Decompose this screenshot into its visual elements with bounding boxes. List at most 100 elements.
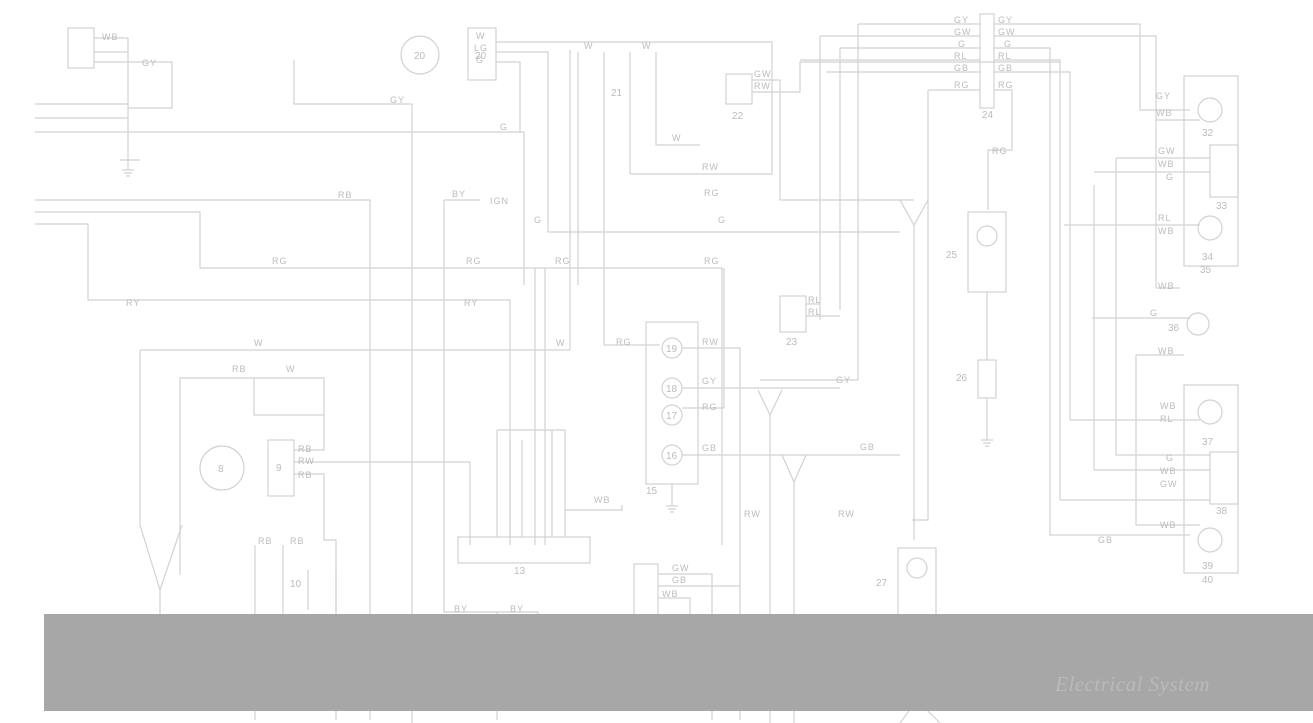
wire-label: GW (672, 563, 690, 573)
wire-label: GY (1156, 91, 1171, 101)
wire-label: GW (1160, 479, 1178, 489)
component-number: 22 (732, 111, 744, 122)
wire-label: W (476, 31, 486, 41)
wire-label: RG (702, 402, 718, 412)
wire-label: RW (298, 456, 315, 466)
wire-label: RG (954, 80, 970, 90)
wire-label: GY (836, 375, 851, 385)
component-24-junction (980, 14, 994, 108)
wire-label: RG (998, 80, 1014, 90)
wire-label: RG (555, 256, 571, 266)
wire-label: GW (954, 27, 972, 37)
wire-label: WB (1160, 401, 1177, 411)
component-number: 33 (1216, 201, 1228, 212)
wire-label: RL (1158, 213, 1172, 223)
component-number: 35 (1200, 265, 1212, 276)
wire-label: WB (102, 32, 119, 42)
wire-label: WB (1160, 466, 1177, 476)
component-36-lamp (1187, 313, 1209, 335)
wire-label: GY (998, 15, 1013, 25)
component-number: 10 (290, 579, 302, 590)
wire-labels: WB GY GY G RB RG RG RG RG RY RY W W BY I… (102, 15, 1178, 614)
wire-label: WB (1160, 520, 1177, 530)
wire-label: RL (808, 295, 822, 305)
wire-label: W (672, 133, 682, 143)
wire-label: G (1166, 453, 1174, 463)
wire-label: RG (704, 188, 720, 198)
component-number: 9 (276, 463, 282, 474)
component-number: 20 (414, 51, 426, 62)
wire-label: GB (702, 443, 717, 453)
wire-label: WB (1158, 281, 1175, 291)
wire-label: G (958, 39, 966, 49)
wire-label: GY (954, 15, 969, 25)
wire-label: RW (744, 509, 761, 519)
wire-label: RW (754, 81, 771, 91)
wire-label: G (1150, 308, 1158, 318)
component-25-switch (968, 212, 1006, 292)
component-number: 36 (1168, 323, 1180, 334)
component-number: 37 (1202, 437, 1214, 448)
wire-label: RL (808, 307, 822, 317)
wire-label: GB (998, 63, 1013, 73)
wire-label: WB (1156, 108, 1173, 118)
wire-label: RY (126, 298, 140, 308)
wire-label: WB (1158, 159, 1175, 169)
component-39-lamp (1198, 528, 1222, 552)
wire-label: BY (452, 189, 466, 199)
wire-label: GB (1098, 535, 1113, 545)
wire-label: W (642, 41, 652, 51)
component-number: 13 (514, 566, 526, 577)
wire-label: GY (702, 376, 717, 386)
component-number: 38 (1216, 506, 1228, 517)
wire-label: BY (454, 604, 468, 614)
component-34-lamp (1198, 216, 1222, 240)
wire-label: WB (1158, 226, 1175, 236)
component-number: 8 (218, 464, 224, 475)
wire-label: RB (338, 190, 353, 200)
caption-title: Electrical System (1055, 672, 1210, 697)
component-number: 32 (1202, 128, 1214, 139)
connector-block (68, 28, 94, 68)
wire-label: RY (464, 298, 478, 308)
wire-label: RB (298, 444, 313, 454)
wire-label: GY (142, 58, 157, 68)
component-number: 23 (786, 337, 798, 348)
wire-label: RW (702, 337, 719, 347)
wire-label: RG (272, 256, 288, 266)
wire-label: RW (702, 162, 719, 172)
wire-label: W (286, 364, 296, 374)
wire-label: W (254, 338, 264, 348)
component-40-block (1184, 385, 1238, 573)
component-number: 40 (1202, 575, 1214, 586)
wire-label: RB (290, 536, 305, 546)
wire-label: RG (466, 256, 482, 266)
wire-label: RG (992, 146, 1008, 156)
wire-label: RL (954, 51, 968, 61)
wire-label: RB (258, 536, 273, 546)
component-number: 24 (982, 110, 994, 121)
component-number: 25 (946, 250, 958, 261)
wire-label: WB (594, 495, 611, 505)
component-number: 27 (876, 578, 888, 589)
component-22-connector (726, 74, 752, 104)
wire-label: RL (1160, 414, 1174, 424)
wire-label: GW (754, 69, 772, 79)
component-13-connector (458, 537, 590, 563)
wire-label: GB (954, 63, 969, 73)
component-number: 16 (666, 451, 678, 462)
wire-label: GW (998, 27, 1016, 37)
component-number: 34 (1202, 252, 1214, 263)
wire-label: RW (838, 509, 855, 519)
component-32-lamp (1198, 98, 1222, 122)
component-38-connector (1210, 452, 1238, 504)
wire-label: IGN (490, 196, 509, 206)
wire-label: G (534, 215, 542, 225)
component-numbers: 20 20 21 22 24 25 26 23 19 18 17 16 15 8… (170, 51, 1228, 689)
component-number: 19 (666, 344, 678, 355)
wire-label: GW (1158, 146, 1176, 156)
component-number: 18 (666, 384, 678, 395)
component-23-connector (780, 296, 806, 332)
component-26-sender (978, 360, 996, 398)
